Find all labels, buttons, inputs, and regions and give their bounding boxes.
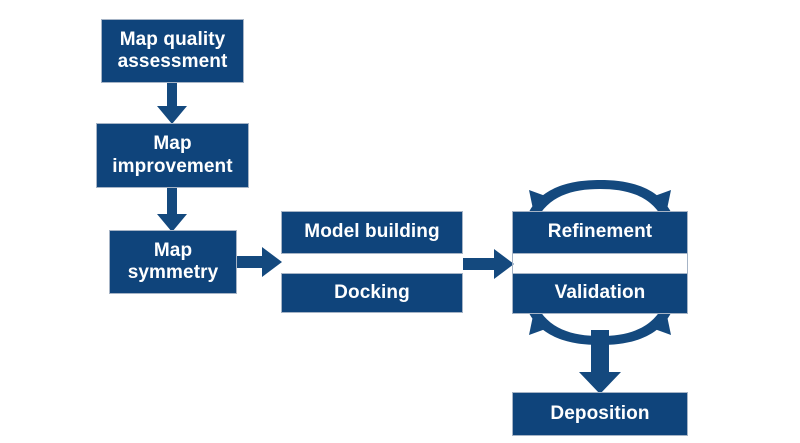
node-label-deposition: Deposition [550, 402, 650, 424]
arrow-cycle-to-deposition [579, 330, 621, 394]
arrow-improvement-to-symmetry [157, 185, 187, 232]
node-map-quality-assessment[interactable]: Map quality assessment [101, 19, 244, 83]
arrow-quality-to-improvement [157, 79, 187, 124]
node-label-map-symmetry: Map symmetry [127, 239, 219, 283]
node-label-refinement: Refinement [547, 221, 653, 243]
node-label-validation: Validation [554, 282, 646, 304]
node-map-improvement[interactable]: Map improvement [96, 123, 249, 188]
node-model-building[interactable]: Model building [281, 211, 463, 254]
arrow-cycle-top [527, 180, 673, 221]
node-label-model-building: Model building [304, 221, 440, 243]
node-label-map-quality-assessment: Map quality assessment [117, 28, 228, 72]
node-map-symmetry[interactable]: Map symmetry [109, 230, 237, 294]
node-validation[interactable]: Validation [512, 273, 688, 314]
node-deposition[interactable]: Deposition [512, 392, 688, 436]
arrow-cycle-bottom [527, 304, 673, 345]
arrow-building-to-refinement [463, 249, 514, 279]
node-label-map-improvement: Map improvement [112, 133, 233, 177]
node-docking[interactable]: Docking [281, 273, 463, 313]
node-label-docking: Docking [334, 281, 410, 303]
arrow-symmetry-to-building [234, 247, 282, 277]
node-refinement[interactable]: Refinement [512, 211, 688, 254]
